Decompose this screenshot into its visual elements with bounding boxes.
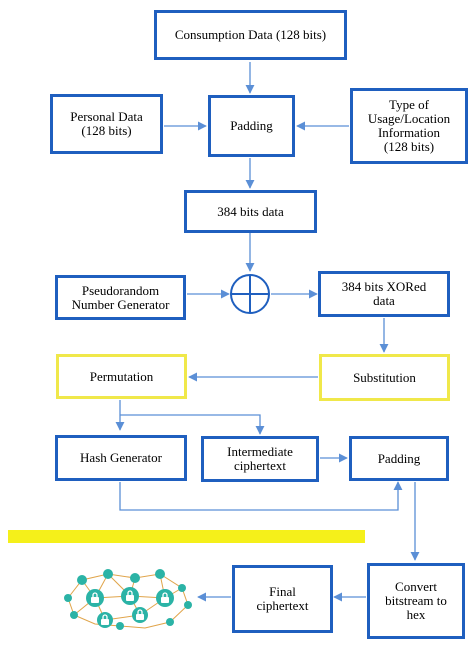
arrow-permutation-to-intermediate (120, 414, 265, 435)
highlight-bar (8, 530, 365, 543)
blockchain-network-icon (64, 569, 192, 630)
prng-box: Pseudorandom Number Generator (55, 275, 186, 320)
intermediate-ciphertext-box: Intermediate ciphertext (201, 436, 319, 482)
type-info-box: Type of Usage/Location Information (128 … (350, 88, 468, 164)
substitution-box: Substitution (319, 354, 450, 401)
padding-box-top: Padding (208, 95, 295, 157)
convert-hex-box: Convert bitstream to hex (367, 563, 465, 639)
padding-box-bottom: Padding (349, 436, 449, 481)
consumption-data-box: Consumption Data (128 bits) (154, 10, 347, 60)
hash-generator-box: Hash Generator (55, 435, 187, 481)
arrow-hash-to-padding (119, 481, 403, 511)
final-ciphertext-box: Final ciphertext (232, 565, 333, 633)
bits-384-data-box: 384 bits data (184, 190, 317, 233)
permutation-box: Permutation (56, 354, 187, 399)
xored-data-box: 384 bits XORed data (318, 271, 450, 317)
personal-data-box: Personal Data (128 bits) (50, 94, 163, 154)
xor-icon (230, 274, 270, 314)
